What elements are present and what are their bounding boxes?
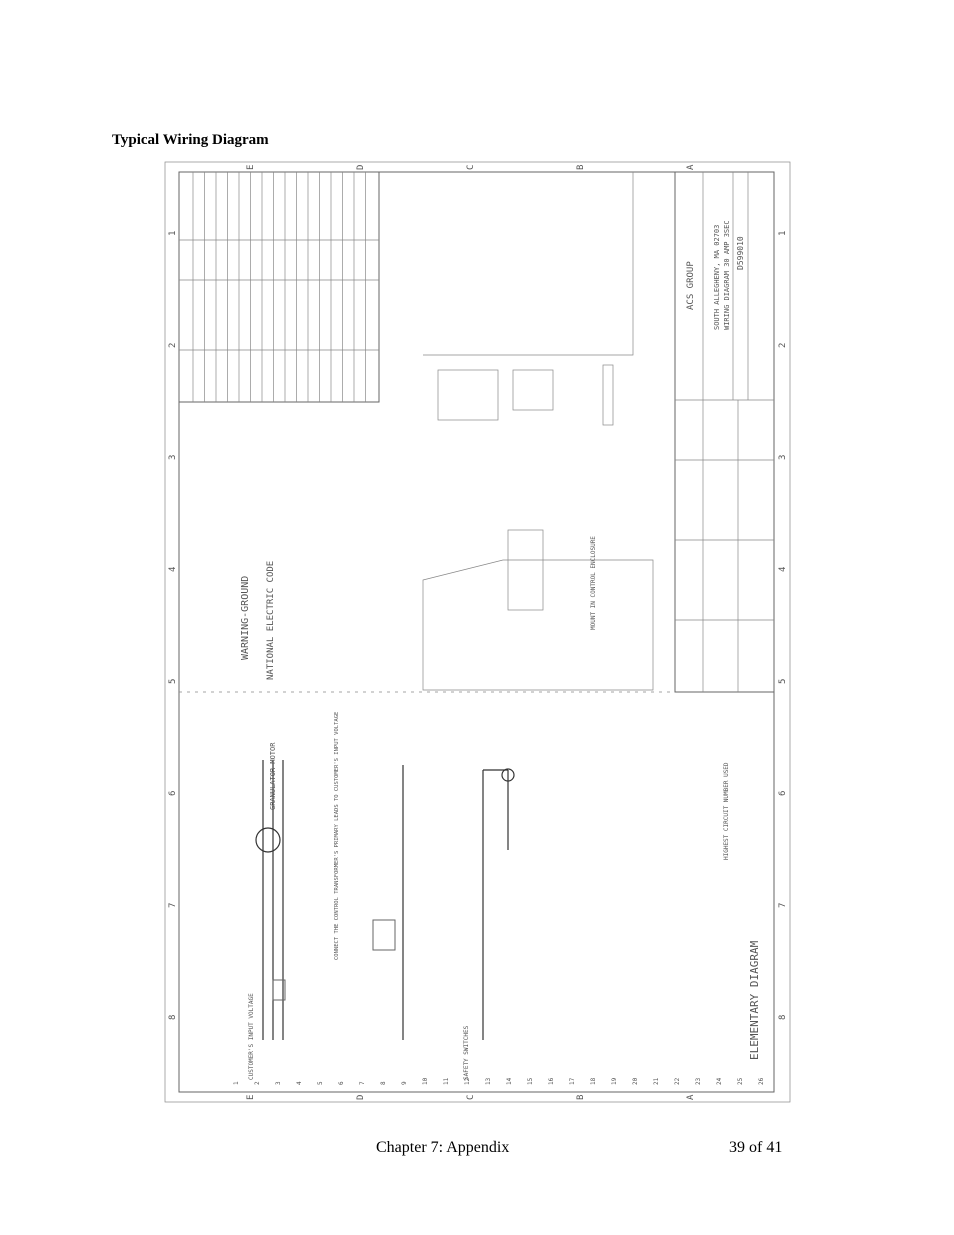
line-number: 4 (296, 1081, 303, 1085)
line-number: 9 (401, 1081, 408, 1085)
safety-switches-label: SAFETY SWITCHES (463, 1025, 470, 1080)
motor-label: GRANULATOR MOTOR (269, 742, 277, 810)
zone-letter-top: E (246, 165, 256, 170)
zone-letter-bottom: B (576, 1095, 586, 1100)
control-note: CONNECT THE CONTROL TRANSFORMER'S PRIMAR… (334, 712, 340, 960)
zone-letters-left: 8 7 6 5 4 3 2 1 (168, 231, 178, 1020)
zone-number-left: 1 (168, 231, 178, 236)
zone-letter-top: B (576, 165, 586, 170)
line-number: 8 (380, 1081, 387, 1085)
line-number: 5 (317, 1081, 324, 1085)
code-text: NATIONAL ELECTRIC CODE (266, 561, 276, 680)
line-number: 3 (275, 1081, 282, 1085)
line-number: 21 (653, 1077, 660, 1085)
footer-page-number: 39 of 41 (729, 1139, 783, 1156)
line-number: 14 (506, 1077, 513, 1085)
title-address: SOUTH ALLEGHENY, MA 02703 (713, 225, 721, 330)
zone-letter-bottom: C (466, 1095, 476, 1100)
line-number: 7 (359, 1081, 366, 1085)
elementary-wiring (255, 760, 515, 1040)
zone-number-right: 7 (778, 903, 788, 908)
zone-number-left: 7 (168, 903, 178, 908)
line-number: 2 (254, 1081, 261, 1085)
zone-number-right: 4 (778, 567, 788, 572)
input-voltage-label: CUSTOMER'S INPUT VOLTAGE (248, 993, 255, 1080)
line-number: 18 (590, 1077, 597, 1085)
line-number: 17 (569, 1077, 576, 1085)
zone-letter-top: C (466, 165, 476, 170)
zone-letter-bottom: E (246, 1095, 256, 1100)
warning-text: WARNING-GROUND (240, 576, 251, 660)
zone-letter-bottom: D (356, 1095, 366, 1100)
line-number: 12 (464, 1077, 471, 1085)
zone-number-left: 3 (168, 455, 178, 460)
line-number: 19 (611, 1077, 618, 1085)
control-enclosure (422, 172, 654, 691)
line-number: 25 (737, 1077, 744, 1085)
line-number: 23 (695, 1077, 702, 1085)
title-block (674, 171, 775, 693)
line-number: 16 (548, 1077, 555, 1085)
zone-number-right: 5 (778, 679, 788, 684)
mount-note: MOUNT IN CONTROL ENCLOSURE (590, 536, 597, 630)
line-number: 6 (338, 1081, 345, 1085)
line-number: 15 (527, 1077, 534, 1085)
line-number: 20 (632, 1077, 639, 1085)
zone-number-left: 6 (168, 791, 178, 796)
line-number: 1 (233, 1081, 240, 1085)
zone-letters-right: 8 7 6 5 4 3 2 1 (778, 231, 788, 1020)
zone-number-right: 2 (778, 343, 788, 348)
line-number: 22 (674, 1077, 681, 1085)
line-number: 13 (485, 1077, 492, 1085)
title-drawing-number: D599010 (736, 236, 745, 270)
zone-number-left: 5 (168, 679, 178, 684)
wiring-diagram-drawing: ACS GROUP SOUTH ALLEGHENY, MA 02703 WIRI… (163, 160, 793, 1105)
zone-letter-top: A (686, 164, 696, 170)
page-heading: Typical Wiring Diagram (112, 132, 269, 148)
line-number: 11 (443, 1077, 450, 1085)
section-title: ELEMENTARY DIAGRAM (748, 940, 761, 1060)
highest-circuit-note: HIGHEST CIRCUIT NUMBER USED (723, 762, 730, 860)
zone-letter-top: D (356, 165, 366, 170)
line-number: 10 (422, 1077, 429, 1085)
line-number: 26 (758, 1077, 765, 1085)
parts-table-rows (192, 172, 366, 402)
zone-number-left: 8 (168, 1015, 178, 1020)
parts-table (178, 171, 380, 403)
footer-chapter: Chapter 7: Appendix (376, 1139, 510, 1156)
zone-number-right: 1 (778, 231, 788, 236)
drawing-outer-border (164, 161, 791, 1103)
zone-number-left: 2 (168, 343, 178, 348)
zone-number-right: 3 (778, 455, 788, 460)
title-name: WIRING DIAGRAM 30 AMP 3SEC (723, 220, 731, 330)
zone-number-right: 6 (778, 791, 788, 796)
wiring-diagram-svg: ACS GROUP SOUTH ALLEGHENY, MA 02703 WIRI… (164, 161, 791, 1103)
line-number: 24 (716, 1077, 723, 1085)
zone-number-right: 8 (778, 1015, 788, 1020)
zone-number-left: 4 (168, 567, 178, 572)
zone-letter-bottom: A (686, 1094, 696, 1100)
title-company: ACS GROUP (686, 261, 696, 310)
